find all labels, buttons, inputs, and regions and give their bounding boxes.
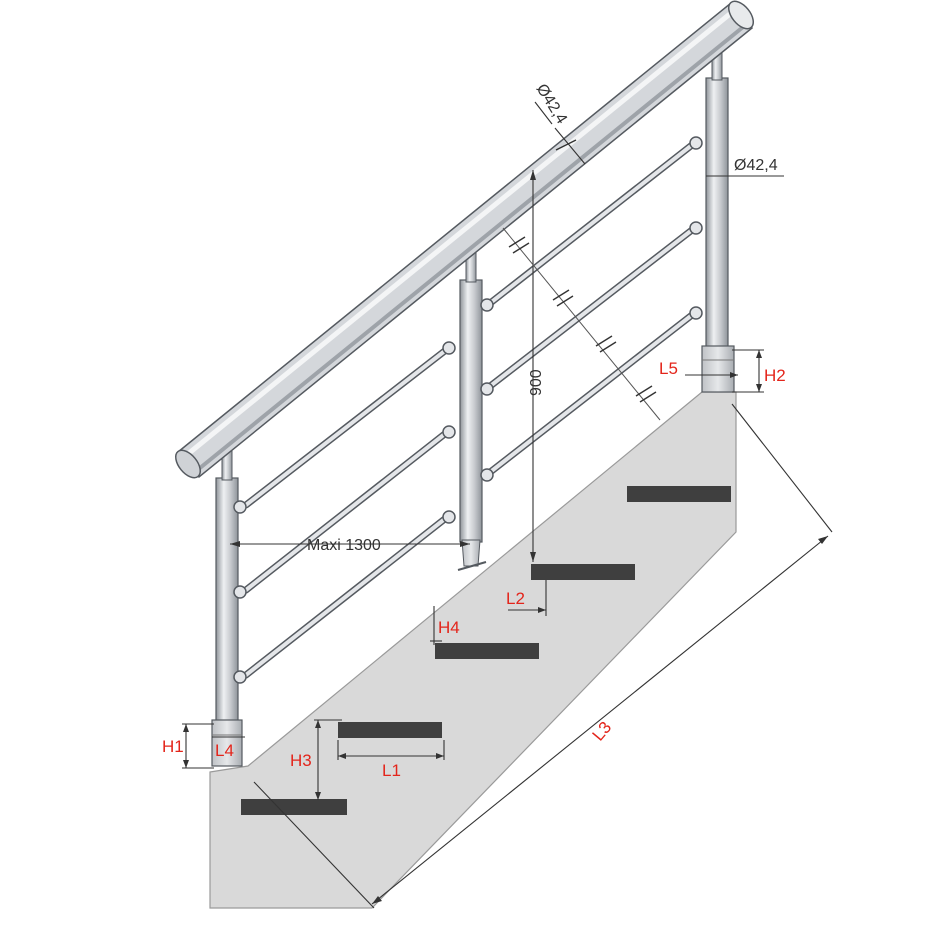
connector-icon bbox=[480, 382, 494, 396]
stair-treads bbox=[241, 486, 731, 815]
post-left bbox=[211, 449, 247, 767]
l1-label: L1 bbox=[382, 761, 401, 780]
tread-2 bbox=[338, 722, 442, 738]
connector-icon bbox=[442, 425, 456, 439]
post-right bbox=[689, 47, 735, 393]
handrail-end-cap bbox=[727, 0, 755, 30]
height-label: 900 bbox=[528, 369, 545, 396]
tread-5 bbox=[627, 486, 731, 502]
post-middle-tube bbox=[459, 279, 483, 543]
post-left-tube bbox=[215, 477, 239, 723]
cable-bar-upper-right bbox=[485, 141, 696, 308]
h2-label: H2 bbox=[764, 366, 786, 385]
l5-label: L5 bbox=[659, 359, 678, 378]
h1-label: H1 bbox=[162, 737, 184, 756]
cable-bar-upper-left bbox=[242, 346, 450, 509]
connector-icon bbox=[233, 585, 247, 599]
connector-icon bbox=[233, 670, 247, 684]
post-middle-foot bbox=[461, 539, 481, 567]
handrail-diameter-label: Ø42,4 bbox=[533, 81, 571, 127]
cable-bar-lower-right bbox=[485, 311, 696, 477]
h3-label: H3 bbox=[290, 751, 312, 770]
handrail-end-cap bbox=[174, 449, 202, 479]
h4-label: H4 bbox=[438, 618, 460, 637]
connector-icon bbox=[442, 341, 456, 355]
cable-bar-middle-right bbox=[485, 226, 696, 391]
spacing-marks bbox=[508, 139, 657, 403]
cable-bar-middle-left bbox=[242, 429, 450, 594]
tread-3 bbox=[435, 643, 539, 659]
connector-icon bbox=[442, 510, 456, 524]
connector-icon bbox=[480, 468, 494, 482]
dimension-lines bbox=[182, 101, 833, 909]
tread-1 bbox=[241, 799, 347, 815]
dimension-arrows bbox=[183, 170, 828, 904]
l3-label: L3 bbox=[589, 718, 616, 745]
connector-icon bbox=[689, 221, 703, 235]
connector-icon bbox=[689, 136, 703, 150]
connector-icon bbox=[480, 298, 494, 312]
post-left-base bbox=[211, 719, 243, 767]
post-right-base bbox=[701, 345, 735, 393]
max-span-label: Maxi 1300 bbox=[307, 537, 381, 554]
l4-label: L4 bbox=[215, 741, 234, 760]
tread-4 bbox=[531, 564, 635, 580]
post-right-tube bbox=[705, 77, 729, 349]
connector-icon bbox=[233, 500, 247, 514]
post-middle bbox=[442, 249, 494, 571]
l2-label: L2 bbox=[506, 589, 525, 608]
cable-bars bbox=[242, 141, 696, 679]
handrail bbox=[174, 0, 755, 479]
post-diameter-label: Ø42,4 bbox=[734, 157, 778, 174]
connector-icon bbox=[689, 306, 703, 320]
